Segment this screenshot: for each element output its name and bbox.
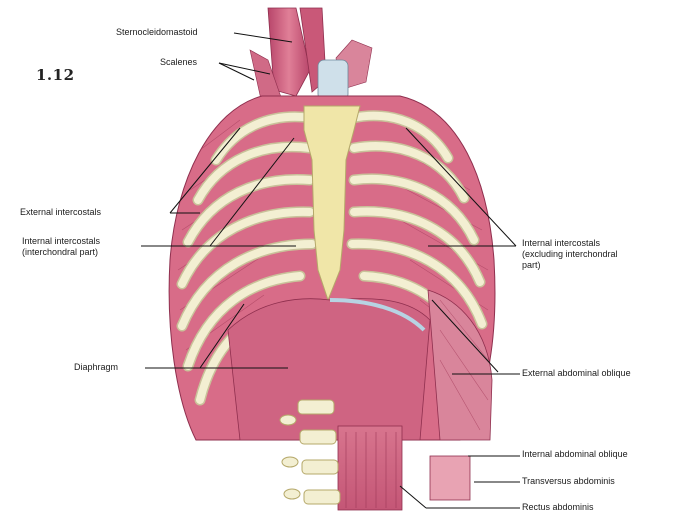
label-scalenes: Scalenes xyxy=(160,57,197,68)
label-external-abdominal-oblique: External abdominal oblique xyxy=(522,368,631,379)
label-diaphragm: Diaphragm xyxy=(74,362,118,373)
label-internal-intercostals-excluding: Internal intercostals (excluding interch… xyxy=(522,238,618,271)
label-internal-abdominal-oblique: Internal abdominal oblique xyxy=(522,449,628,460)
figure-number: 1.12 xyxy=(36,66,75,84)
label-internal-intercostals-interchondral: Internal intercostals (interchondral par… xyxy=(22,236,100,258)
label-line: Internal intercostals xyxy=(22,236,100,247)
label-line: (excluding interchondral xyxy=(522,249,618,260)
abdominal-wall xyxy=(228,290,492,510)
label-transversus-abdominis: Transversus abdominis xyxy=(522,476,615,487)
label-line: (interchondral part) xyxy=(22,247,100,258)
label-rectus-abdominis: Rectus abdominis xyxy=(522,502,594,513)
label-sternocleidomastoid: Sternocleidomastoid xyxy=(116,27,198,38)
label-line: Internal intercostals xyxy=(522,238,618,249)
label-external-intercostals: External intercostals xyxy=(20,207,101,218)
neck-muscles xyxy=(250,8,372,104)
label-line: part) xyxy=(522,260,618,271)
